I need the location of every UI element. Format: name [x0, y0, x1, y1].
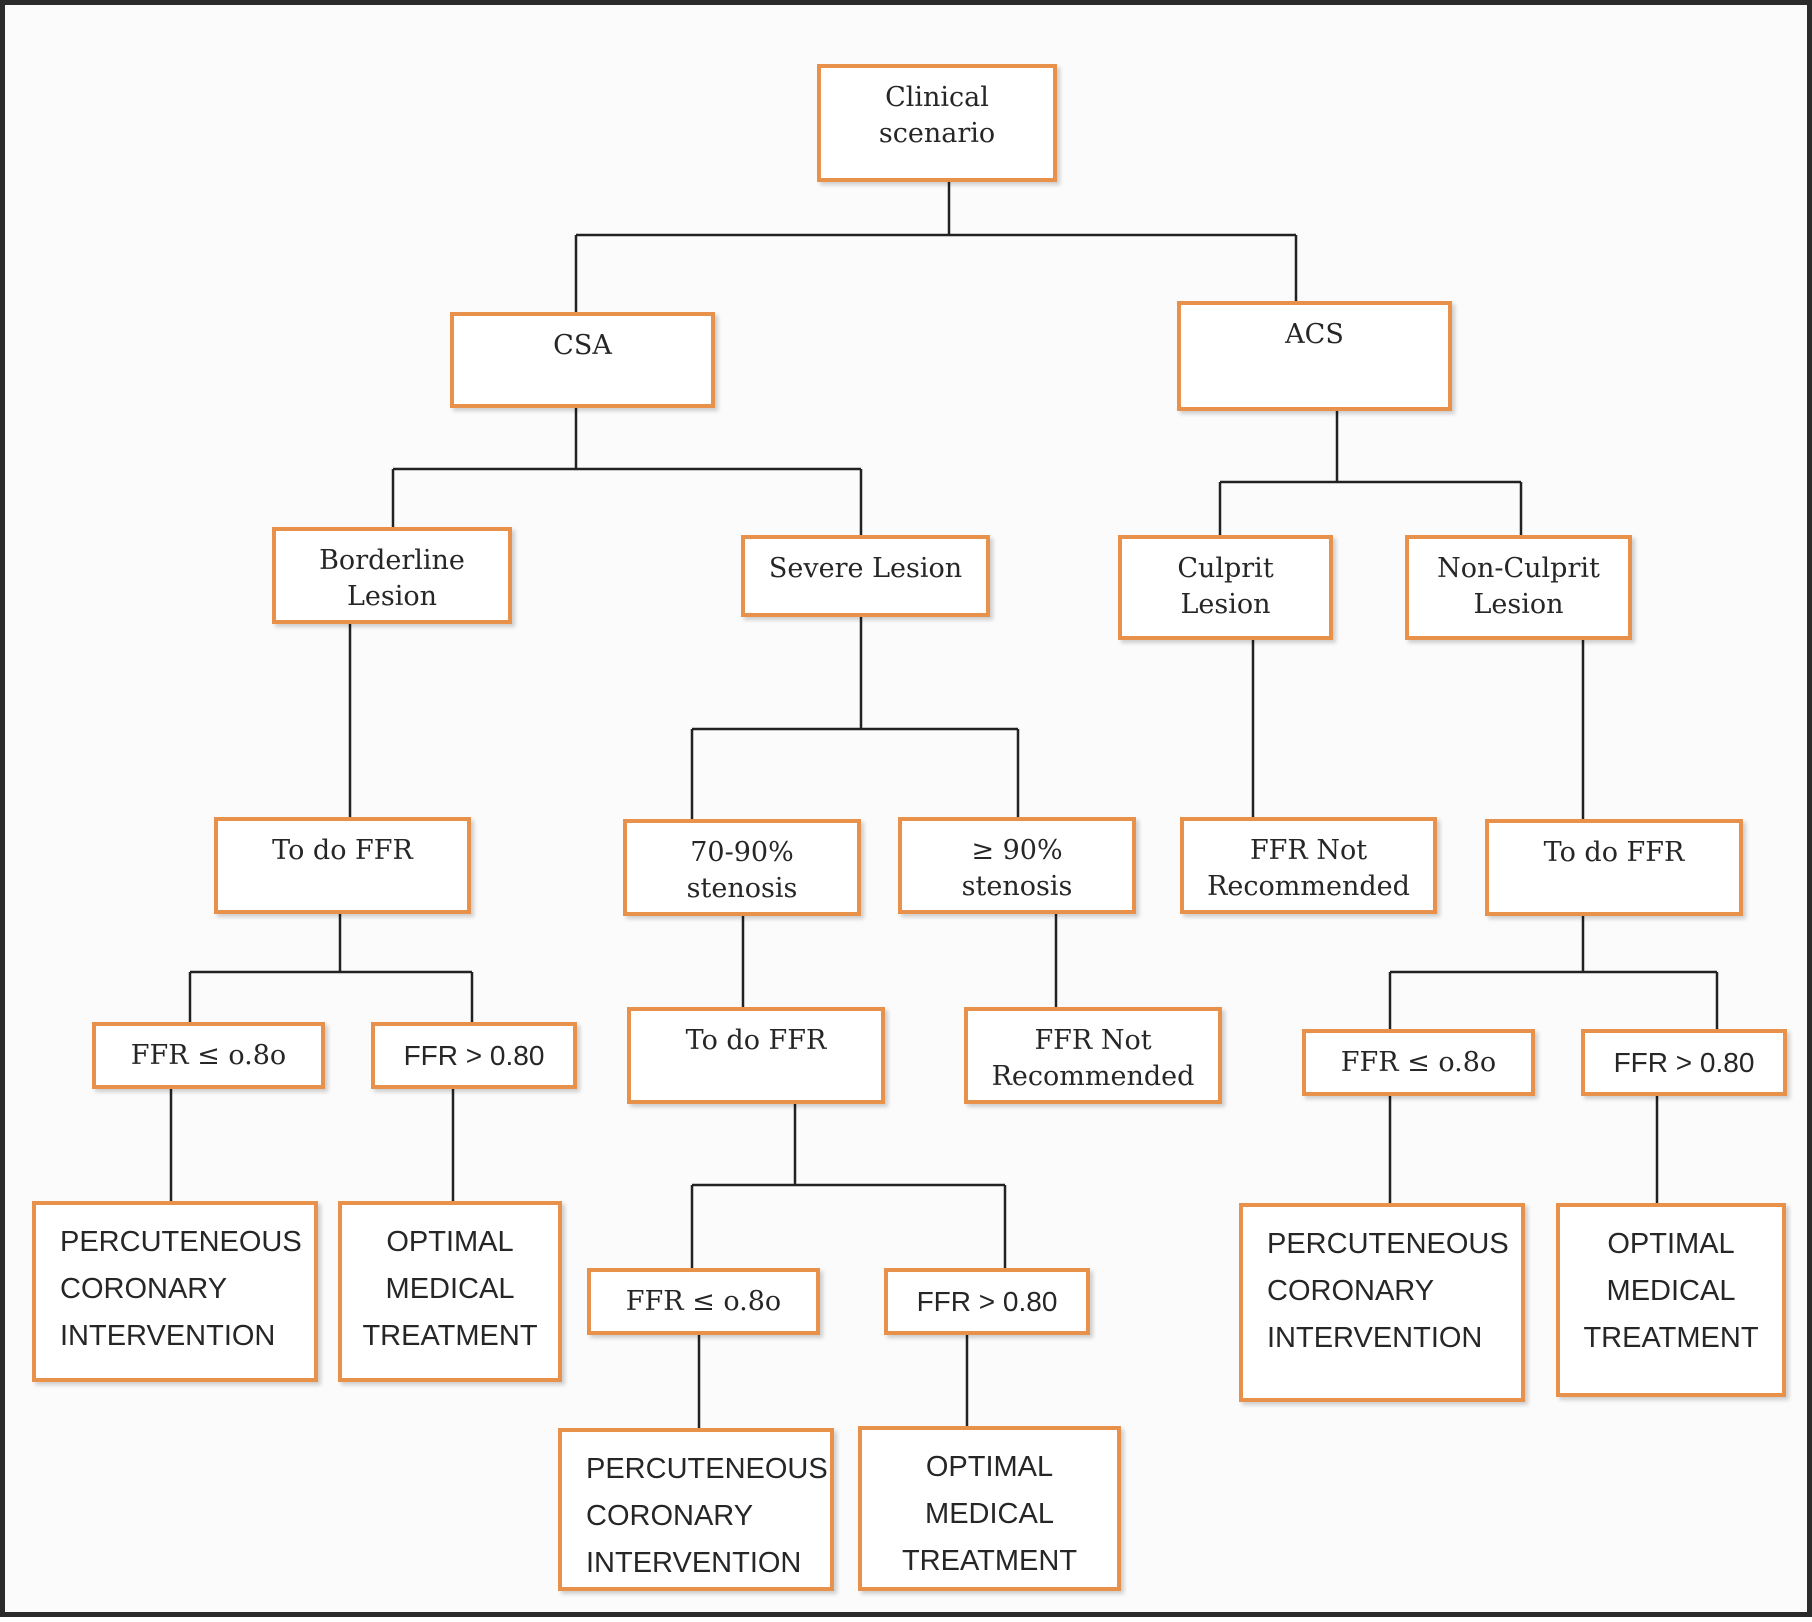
- node-line: Lesion: [346, 581, 438, 612]
- node-ffr-le-right: FFR ≤ o.8o: [1302, 1029, 1535, 1096]
- node-line: INTERVENTION: [60, 1320, 276, 1352]
- node-line: OPTIMAL: [1607, 1228, 1735, 1260]
- node-omt-left: OPTIMAL MEDICAL TREATMENT: [338, 1201, 562, 1382]
- node-line: CORONARY: [60, 1273, 228, 1305]
- node-ffr-le-mid: FFR ≤ o.8o: [587, 1268, 820, 1335]
- node-line: FFR > 0.80: [916, 1285, 1058, 1317]
- node-line: FFR ≤ o.8o: [130, 1039, 287, 1071]
- node-line: PERCUTENEOUS: [1267, 1228, 1509, 1260]
- node-line: ACS: [1285, 319, 1344, 350]
- node-line: Non-Culprit: [1437, 553, 1600, 584]
- node-line: MEDICAL: [925, 1498, 1054, 1530]
- node-line: Recommended: [1207, 871, 1410, 902]
- node-line: INTERVENTION: [586, 1547, 802, 1579]
- node-clinical-scenario: Clinical scenario: [817, 64, 1057, 182]
- node-line: CSA: [553, 330, 612, 361]
- node-line: OPTIMAL: [386, 1226, 514, 1258]
- node-line: Severe Lesion: [768, 553, 963, 584]
- node-acs: ACS: [1177, 301, 1452, 411]
- node-severe-lesion: Severe Lesion: [741, 535, 990, 617]
- node-line: PERCUTENEOUS: [60, 1226, 302, 1258]
- node-line: To do FFR: [685, 1025, 827, 1056]
- node-line: FFR > 0.80: [403, 1039, 545, 1071]
- node-omt-right: OPTIMAL MEDICAL TREATMENT: [1556, 1203, 1786, 1397]
- node-line: To do FFR: [272, 835, 413, 866]
- node-line: Culprit: [1177, 553, 1274, 584]
- node-to-do-ffr-left: To do FFR: [214, 817, 471, 914]
- node-line: Recommended: [991, 1061, 1195, 1092]
- node-to-do-ffr-right: To do FFR: [1485, 819, 1743, 916]
- node-line: Lesion: [1180, 589, 1271, 620]
- node-line: Borderline: [319, 545, 465, 576]
- node-line: FFR Not: [1249, 835, 1368, 866]
- node-line: Lesion: [1473, 589, 1564, 620]
- node-line: MEDICAL: [1606, 1275, 1736, 1307]
- node-line: Clinical: [885, 82, 989, 113]
- node-pci-left: PERCUTENEOUS CORONARY INTERVENTION: [32, 1201, 318, 1382]
- node-ffr-gt-left: FFR > 0.80: [371, 1022, 577, 1089]
- node-line: To do FFR: [1543, 837, 1685, 868]
- node-line: TREATMENT: [901, 1545, 1078, 1577]
- node-line: scenario: [878, 118, 996, 149]
- node-line: TREATMENT: [1583, 1322, 1759, 1354]
- node-to-do-ffr-mid: To do FFR: [627, 1007, 885, 1104]
- node-line: TREATMENT: [362, 1320, 538, 1352]
- node-pci-mid: PERCUTENEOUS CORONARY INTERVENTION: [558, 1428, 834, 1591]
- node-line: FFR ≤ o.8o: [1340, 1046, 1497, 1078]
- node-ffr-gt-right: FFR > 0.80: [1581, 1029, 1787, 1096]
- node-line: stenosis: [686, 873, 798, 904]
- node-line: CORONARY: [586, 1500, 754, 1532]
- node-stenosis-90: ≥ 90% stenosis: [898, 817, 1136, 914]
- node-ffr-le-left: FFR ≤ o.8o: [92, 1022, 325, 1089]
- node-line: 70-90%: [690, 837, 794, 868]
- node-stenosis-70-90: 70-90% stenosis: [623, 819, 861, 916]
- node-line: stenosis: [961, 871, 1073, 902]
- node-line: FFR Not: [1034, 1025, 1152, 1056]
- node-line: FFR > 0.80: [1613, 1046, 1755, 1078]
- node-csa: CSA: [450, 312, 715, 408]
- node-line: PERCUTENEOUS: [586, 1453, 828, 1485]
- node-line: OPTIMAL: [925, 1451, 1054, 1483]
- node-line: ≥ 90%: [971, 835, 1063, 866]
- node-pci-right: PERCUTENEOUS CORONARY INTERVENTION: [1239, 1203, 1525, 1402]
- node-line: CORONARY: [1267, 1275, 1435, 1307]
- node-ffr-gt-mid: FFR > 0.80: [884, 1268, 1090, 1335]
- node-line: INTERVENTION: [1267, 1322, 1483, 1354]
- node-line: FFR ≤ o.8o: [625, 1285, 782, 1317]
- node-line: MEDICAL: [385, 1273, 515, 1305]
- node-omt-mid: OPTIMAL MEDICAL TREATMENT: [858, 1426, 1121, 1591]
- connector-lines: [169, 182, 1719, 1428]
